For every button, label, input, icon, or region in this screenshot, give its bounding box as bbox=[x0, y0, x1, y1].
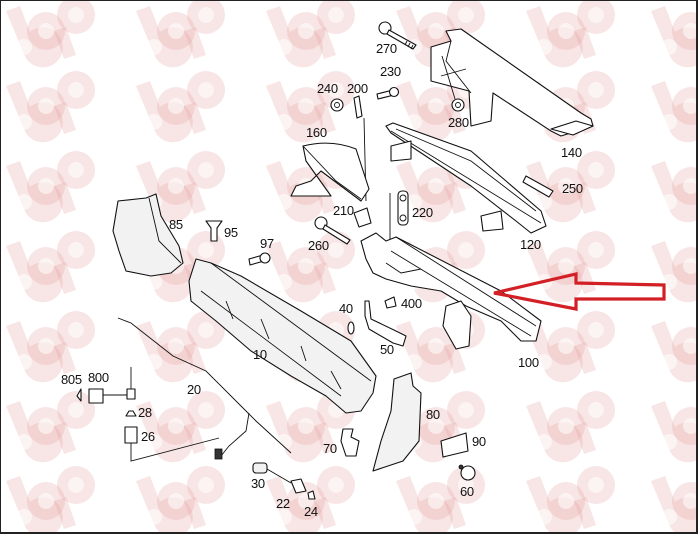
part-label-20: 20 bbox=[187, 382, 201, 397]
part-label-22: 22 bbox=[276, 496, 290, 511]
part-120-beam bbox=[385, 122, 547, 234]
part-280-nut bbox=[451, 98, 465, 112]
part-28-seal bbox=[125, 410, 137, 417]
part-label-270: 270 bbox=[376, 41, 397, 56]
part-label-140: 140 bbox=[561, 145, 582, 160]
part-30-sensor bbox=[252, 462, 292, 484]
part-label-28: 28 bbox=[138, 405, 152, 420]
part-label-26: 26 bbox=[141, 429, 155, 444]
part-label-30: 30 bbox=[251, 476, 265, 491]
part-400-screw bbox=[384, 296, 397, 309]
part-label-210: 210 bbox=[333, 203, 354, 218]
part-label-90: 90 bbox=[472, 434, 486, 449]
part-40-washer bbox=[347, 321, 355, 335]
part-80-corner bbox=[372, 372, 422, 472]
part-label-120: 120 bbox=[520, 237, 541, 252]
part-24-clip bbox=[307, 490, 316, 500]
part-label-70: 70 bbox=[323, 441, 337, 456]
red-arrow-callout bbox=[493, 271, 666, 311]
part-label-95: 95 bbox=[224, 225, 238, 240]
part-250-pad bbox=[522, 175, 554, 198]
part-label-85: 85 bbox=[169, 217, 183, 232]
part-230-screw bbox=[376, 86, 400, 100]
part-label-240: 240 bbox=[317, 81, 338, 96]
part-10-bumper-carrier bbox=[188, 258, 377, 414]
part-800-805-connector bbox=[76, 367, 136, 404]
part-label-50: 50 bbox=[380, 342, 394, 357]
part-97-screw bbox=[248, 252, 271, 266]
part-label-800: 800 bbox=[88, 370, 109, 385]
part-label-220: 220 bbox=[412, 205, 433, 220]
part-70-clip bbox=[340, 428, 360, 457]
part-label-160: 160 bbox=[306, 125, 327, 140]
part-22-holder bbox=[290, 478, 307, 494]
part-label-60: 60 bbox=[460, 484, 474, 499]
part-270-bolt bbox=[378, 21, 417, 50]
part-label-250: 250 bbox=[562, 181, 583, 196]
part-label-100: 100 bbox=[518, 355, 539, 370]
part-50-bracket bbox=[364, 300, 407, 347]
part-label-260: 260 bbox=[308, 238, 329, 253]
part-220-link bbox=[389, 190, 409, 247]
part-label-97: 97 bbox=[260, 236, 274, 251]
part-240-nut bbox=[330, 98, 344, 112]
part-140-bracket bbox=[430, 28, 594, 137]
part-260-bolt bbox=[314, 216, 351, 245]
part-label-280: 280 bbox=[448, 115, 469, 130]
part-210-clip bbox=[353, 207, 372, 228]
part-90-lamp bbox=[440, 432, 469, 458]
part-100-beam bbox=[360, 232, 542, 350]
part-26-connector bbox=[124, 426, 220, 462]
part-label-400: 400 bbox=[401, 296, 422, 311]
part-20-wiring-harness bbox=[117, 317, 292, 460]
part-85-corner bbox=[112, 193, 184, 277]
part-label-200: 200 bbox=[347, 81, 368, 96]
part-label-805: 805 bbox=[61, 372, 82, 387]
part-label-10: 10 bbox=[253, 347, 267, 362]
part-160-bracket bbox=[290, 142, 370, 202]
part-label-80: 80 bbox=[426, 407, 440, 422]
part-label-40: 40 bbox=[339, 301, 353, 316]
part-60-bulb bbox=[458, 464, 476, 481]
part-label-24: 24 bbox=[304, 504, 318, 519]
part-label-230: 230 bbox=[380, 64, 401, 79]
part-95-clip bbox=[205, 220, 223, 242]
